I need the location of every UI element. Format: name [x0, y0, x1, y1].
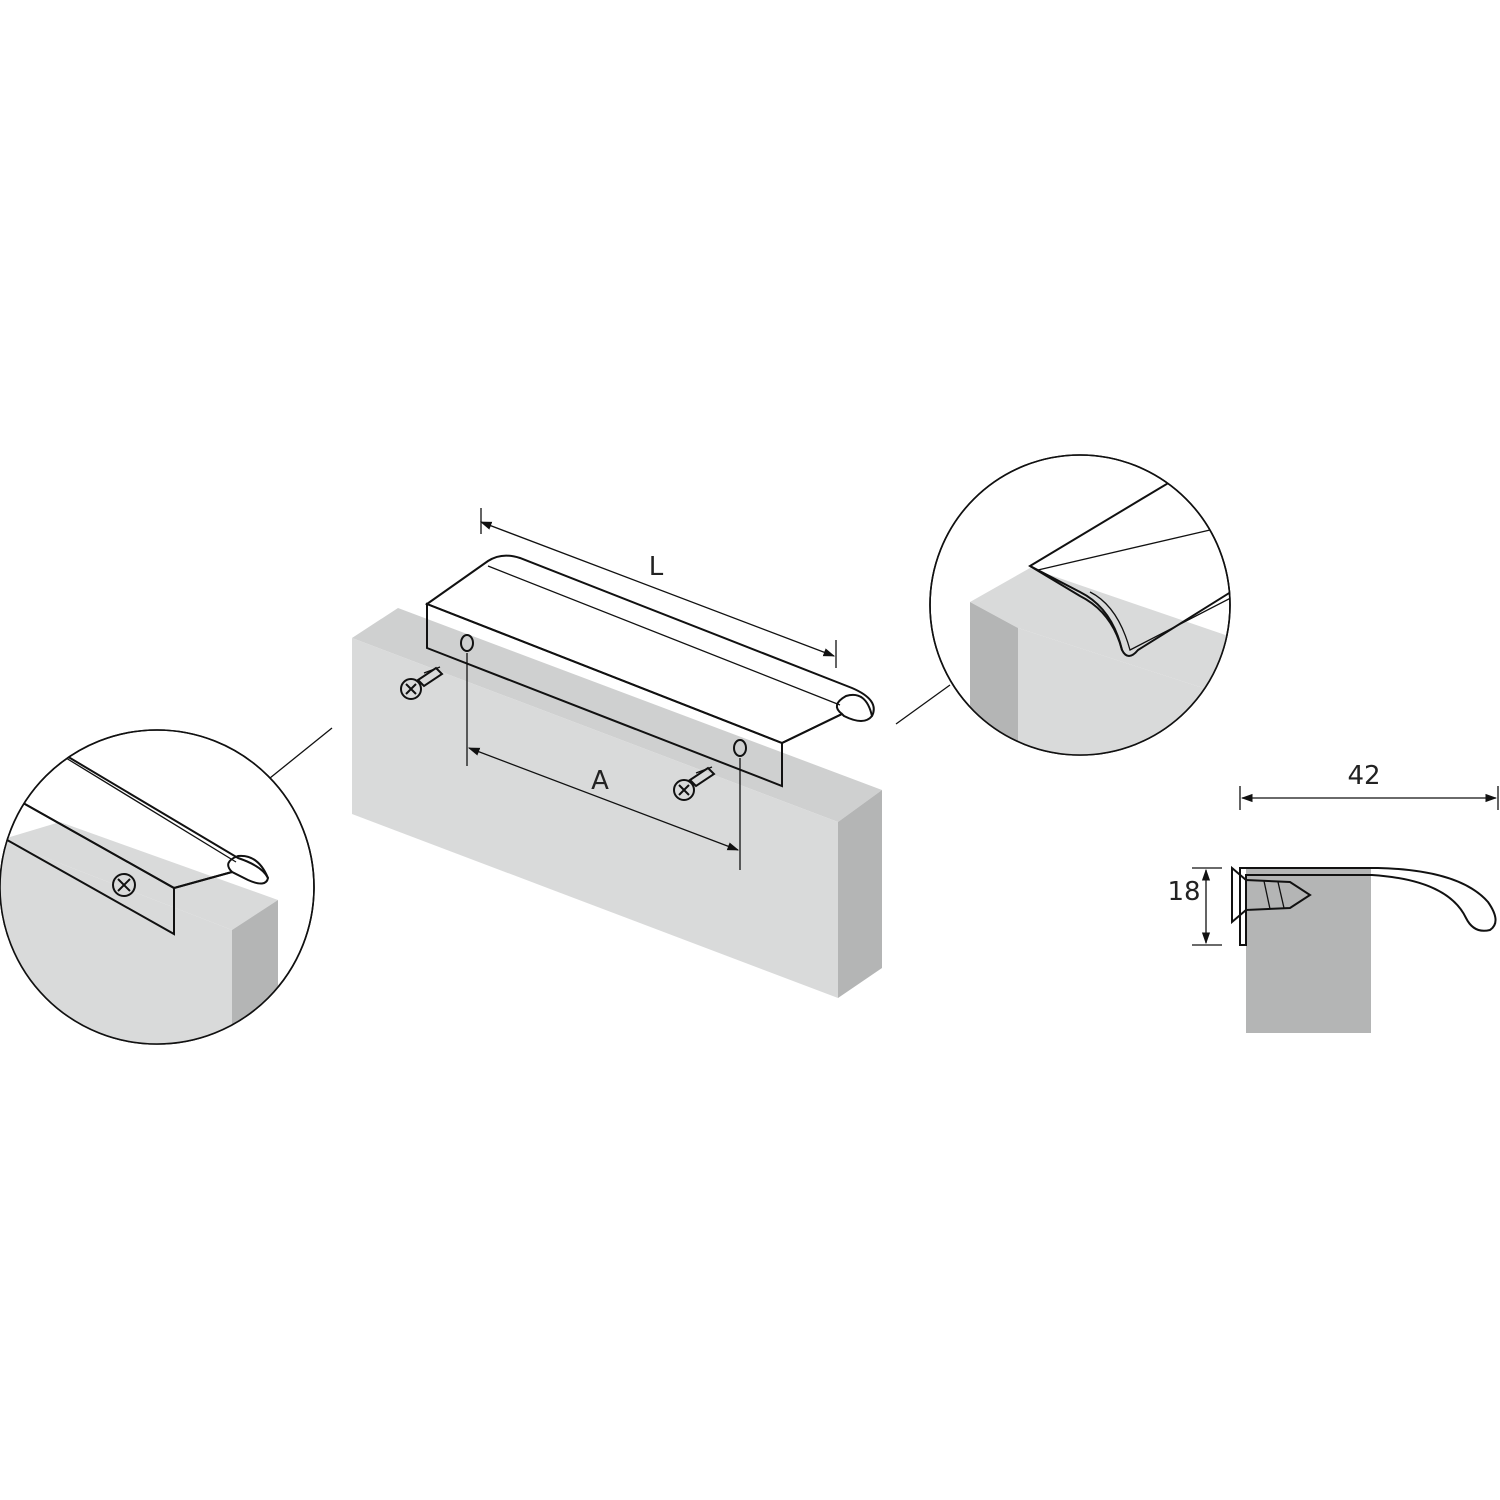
door-panel	[352, 608, 882, 998]
panel-side-face	[838, 790, 882, 998]
dimension-width: 42	[1239, 761, 1499, 810]
dimension-hole-spacing: A	[466, 653, 741, 870]
dimension-length: L	[479, 508, 837, 668]
hole-spacing-label: A	[591, 766, 609, 796]
width-value: 42	[1347, 761, 1380, 791]
detail-handle-top	[1028, 480, 1230, 657]
detail-view-curved-lip	[929, 454, 1231, 756]
detail-view-mounting-screw	[0, 729, 315, 1045]
height-value: 18	[1167, 877, 1200, 907]
detail-panel-top	[0, 822, 278, 930]
detail-panel-front	[0, 840, 232, 1044]
phillips-screw-icon	[400, 678, 422, 700]
length-label: L	[649, 552, 664, 582]
side-section-view: 42 18	[1167, 761, 1499, 1033]
section-screw	[1231, 865, 1312, 925]
detail-panel-side	[970, 602, 1018, 755]
phillips-screw-icon	[112, 873, 136, 897]
leader-left	[269, 727, 333, 779]
screw-left	[400, 666, 444, 700]
dimension-height: 18	[1167, 867, 1222, 946]
section-handle-profile	[1239, 867, 1497, 946]
section-panel	[1246, 868, 1371, 1033]
panel-top-face	[352, 608, 882, 822]
main-assembly-view: L A	[269, 508, 951, 998]
leader-right	[895, 684, 951, 725]
mounting-hole-left	[460, 634, 474, 652]
detail-panel-top	[970, 568, 1230, 700]
